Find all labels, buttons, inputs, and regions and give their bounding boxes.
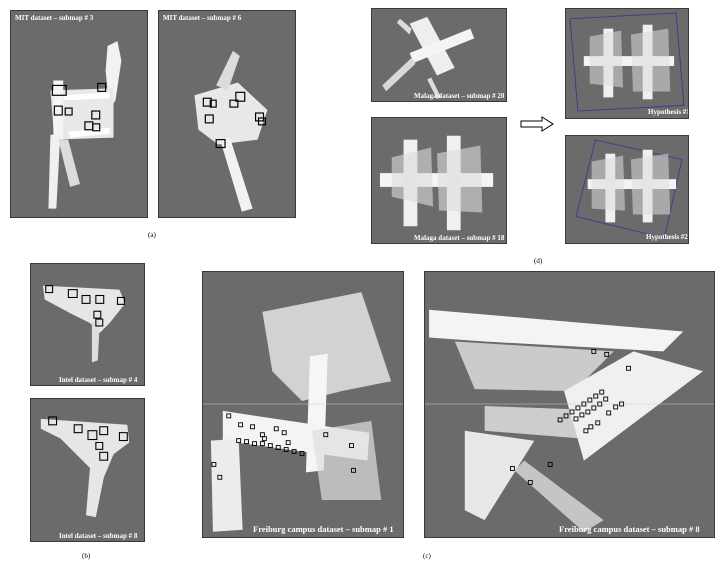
mit-submap-6-panel: MIT dataset – submap # 6 (158, 10, 296, 218)
intel-submap-8-map (40, 416, 130, 518)
freiburg-submap-8-map (425, 309, 714, 533)
panel-title: Intel dataset – submap # 4 (59, 376, 138, 384)
mit-submap-6-map (194, 50, 268, 212)
freiburg-submap-1-panel: Freiburg campus dataset – submap # 1 (202, 271, 404, 538)
panel-title: Hypothesis #2 (646, 233, 688, 241)
caption-d: (d) (534, 257, 543, 265)
malaga-submap-18-map (379, 135, 494, 231)
panel-title: Malaga dataset – submap # 20 (414, 92, 505, 100)
freiburg-submap-8-panel: Freiburg campus dataset – submap # 8 (424, 271, 715, 538)
intel-submap-8-panel: Intel dataset – submap # 8 (30, 398, 145, 542)
intel-submap-4-panel: Intel dataset – submap # 4 (30, 263, 145, 386)
malaga-submap-18-panel: Malaga dataset – submap # 18 (371, 117, 507, 244)
malaga-submap-20-map (382, 16, 475, 100)
hypothesis-1-panel: Hypothesis #1 (565, 8, 689, 119)
mit-submap-3-panel: MIT dataset – submap # 3 (10, 10, 148, 218)
intel-submap-4-map (42, 285, 126, 363)
mit-submap-3-map (48, 41, 122, 209)
panel-title: Intel dataset – submap # 8 (59, 532, 138, 540)
caption-a: (a) (148, 231, 156, 239)
panel-title: MIT dataset – submap # 3 (15, 14, 94, 22)
panel-title: Freiburg campus dataset – submap # 8 (559, 524, 700, 534)
panel-title: Malaga dataset – submap # 18 (414, 234, 505, 242)
malaga-submap-20-panel: Malaga dataset – submap # 20 (371, 8, 507, 102)
hypothesis-2-panel: Hypothesis #2 (565, 135, 689, 244)
hypothesis-2-map (575, 139, 683, 239)
panel-title: MIT dataset – submap # 6 (163, 14, 242, 22)
right-arrow-icon (520, 116, 554, 132)
freiburg-submap-1-map (203, 292, 403, 532)
panel-title: Hypothesis #1 (648, 108, 689, 116)
caption-b: (b) (82, 552, 91, 560)
hypothesis-1-map (569, 12, 685, 112)
panel-title: Freiburg campus dataset – submap # 1 (253, 524, 394, 534)
caption-c: (c) (423, 552, 431, 560)
